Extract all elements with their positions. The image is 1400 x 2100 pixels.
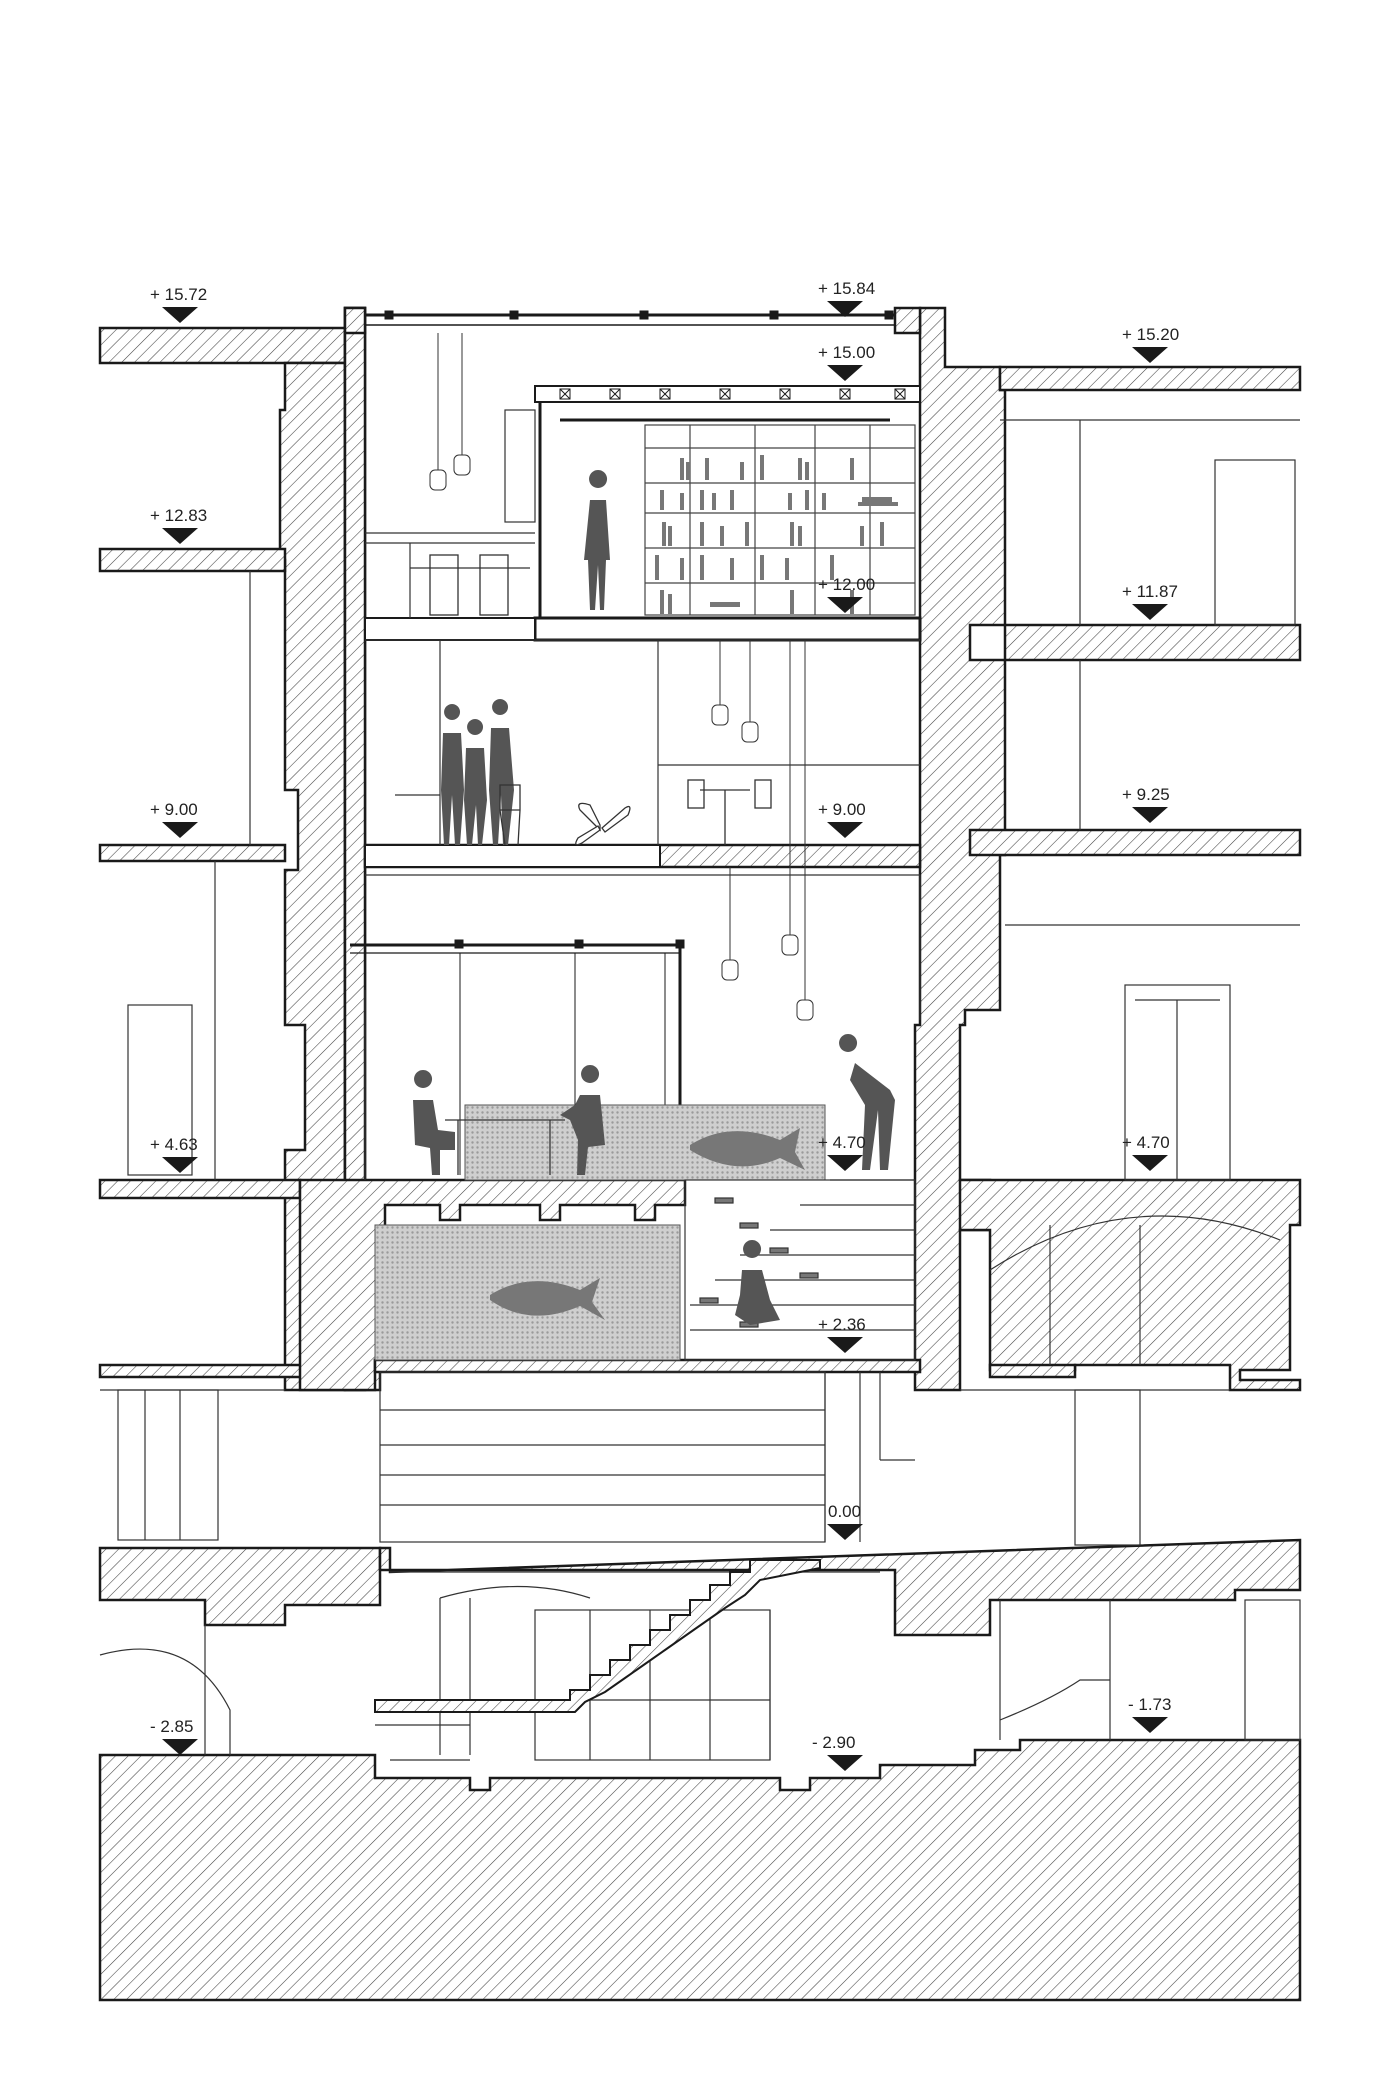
level-label-900-left: + 9.00 (150, 800, 198, 819)
slab-236-edge (373, 1358, 922, 1374)
person-sitting-steps (735, 1240, 780, 1325)
ground-mass (98, 1738, 1302, 2002)
right-slab-470 (958, 1178, 1302, 1392)
level-label-470-right: + 4.70 (1122, 1133, 1170, 1152)
right-slab-1187 (1003, 623, 1302, 662)
chair-cafe-2 (754, 779, 772, 809)
person-seated-1 (413, 1070, 455, 1175)
library-box (534, 385, 921, 618)
central-interior-lines (364, 409, 921, 1180)
level-label-1584: + 15.84 (818, 279, 875, 298)
basement-stair (374, 1559, 821, 1713)
marker-1572 (162, 307, 198, 323)
person-group-2 (464, 719, 487, 845)
marker-000 (827, 1524, 863, 1540)
slab-library-left (364, 617, 536, 641)
marker-1500 (827, 365, 863, 381)
marker-900-center (827, 822, 863, 838)
level-label-1187: + 11.87 (1122, 582, 1178, 601)
level-label-463: + 4.63 (150, 1135, 198, 1154)
left-roof-slab (98, 326, 347, 365)
level-label-1572: + 15.72 (150, 285, 207, 304)
left-slab-1283 (98, 547, 287, 573)
roof-parapet-left (343, 306, 367, 335)
slab-900-left-raised (364, 844, 661, 868)
armchair-1 (429, 554, 459, 616)
level-label-470-center: + 4.70 (818, 1133, 866, 1152)
marker-1283 (162, 528, 198, 544)
level-markers (162, 301, 1168, 1771)
level-label-1520: + 15.20 (1122, 325, 1179, 344)
slab-000 (378, 1538, 1302, 1637)
marker-463 (162, 1157, 198, 1173)
person-group-3 (489, 699, 514, 845)
marker-1187 (1132, 604, 1168, 620)
level-label-290: - 2.90 (812, 1733, 855, 1752)
marker-925 (1132, 807, 1168, 823)
people-silhouettes (413, 470, 895, 1325)
level-label-1200: + 12.00 (818, 575, 875, 594)
marker-290 (827, 1755, 863, 1771)
right-roof-slab (998, 365, 1302, 392)
level-label-173: - 1.73 (1128, 1695, 1171, 1714)
roof-parapet-right (893, 306, 922, 335)
right-slab-100 (988, 1363, 1077, 1379)
marker-470-center (827, 1155, 863, 1171)
marker-1200 (827, 597, 863, 613)
left-slab-900 (98, 843, 287, 863)
marker-1520 (1132, 347, 1168, 363)
level-label-285: - 2.85 (150, 1717, 193, 1736)
person-leaning (839, 1034, 895, 1170)
left-interior-lines (99, 571, 285, 1755)
level-label-236: + 2.36 (818, 1315, 866, 1334)
plant-icon (575, 802, 631, 846)
chair-900 (499, 784, 521, 846)
level-label-925: + 9.25 (1122, 785, 1170, 804)
armchair-2 (479, 554, 509, 616)
level-labels: + 15.72 + 15.84 + 15.20 + 15.00 + 12.83 … (150, 279, 1179, 1752)
stepped-seating (684, 1179, 916, 1361)
pendant-lamps (429, 333, 814, 1021)
left-neighbor-building (98, 326, 382, 1627)
person-seated-2 (560, 1065, 605, 1175)
marker-285 (162, 1739, 198, 1755)
level-label-1283: + 12.83 (150, 506, 207, 525)
marker-900-left (162, 822, 198, 838)
marker-1584 (827, 301, 863, 317)
level-label-1500: + 15.00 (818, 343, 875, 362)
right-interior-lines (960, 419, 1301, 1741)
slab-mezz-1200 (533, 616, 922, 642)
marker-470-right (1132, 1155, 1168, 1171)
level-label-000: 0.00 (828, 1502, 861, 1521)
furniture (410, 554, 772, 1175)
right-slab-925 (968, 828, 1302, 857)
ground-floor-interior (379, 1371, 915, 1543)
right-neighbor-building (958, 365, 1302, 1392)
bookshelf (644, 424, 916, 616)
left-slab-463 (98, 1178, 302, 1200)
marker-173 (1132, 1717, 1168, 1733)
level-label-900-center: + 9.00 (818, 800, 866, 819)
person-library (584, 470, 610, 610)
central-structure (298, 306, 1302, 1637)
left-basement-slab (98, 1546, 382, 1627)
marker-236 (827, 1337, 863, 1353)
person-group-1 (441, 704, 464, 845)
chair-cafe-1 (687, 779, 705, 809)
skylight (365, 310, 895, 326)
fish-icon (490, 1128, 805, 1320)
